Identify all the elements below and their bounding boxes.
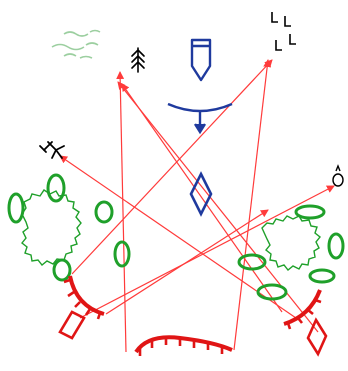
blue-pencil-icon xyxy=(192,40,210,80)
arrow-red-comb-bottom-to-tree-glyph xyxy=(120,72,126,352)
arrow-red-comb-right-to-fan-glyph xyxy=(60,156,296,318)
arrow-red-comb-left-to-blue-bowl-arrow xyxy=(106,210,268,314)
fan-glyph-icon xyxy=(40,142,64,158)
green-blob-right-icon xyxy=(262,216,320,270)
red-diamond-left-icon xyxy=(60,312,84,338)
green-blob-left-icon xyxy=(22,190,81,265)
arrow-green-blob-left-to-l-marks xyxy=(72,60,272,274)
red-diamond-right-icon xyxy=(308,320,326,354)
red-comb-bottom-icon xyxy=(136,337,232,356)
blue-bowl-arrow-icon xyxy=(168,104,232,132)
red-comb-left-icon xyxy=(64,276,104,319)
arrow-red-comb-bottom-to-l-marks xyxy=(234,60,268,350)
bulb-glyph-icon xyxy=(333,166,343,186)
l-marks-icon xyxy=(272,12,296,50)
tree-glyph-icon xyxy=(132,48,144,72)
arrow-green-blob-right-to-pale-green-marks xyxy=(118,82,318,332)
arrow-red-comb-right-to-tree-glyph xyxy=(122,84,282,312)
pale-green-marks-icon xyxy=(52,31,100,59)
